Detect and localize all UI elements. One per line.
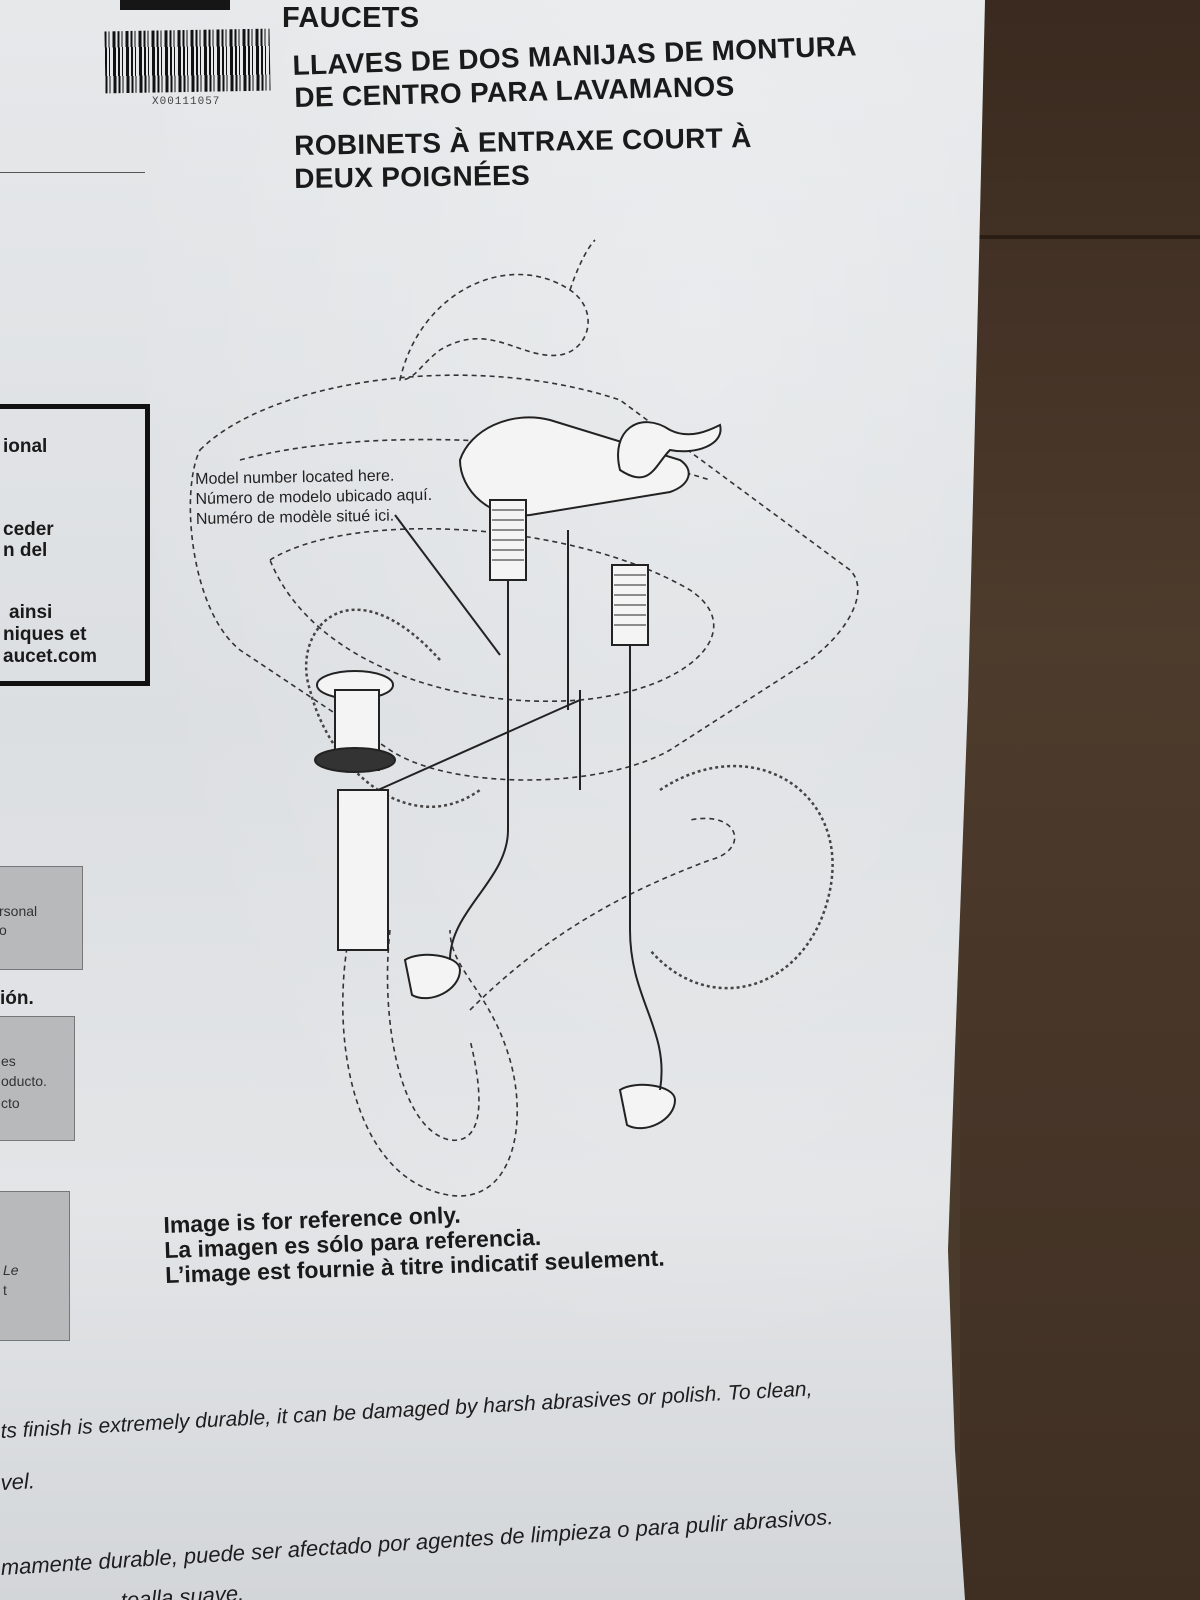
title-english: FAUCETS [282,2,420,34]
supply-line-right [629,645,663,1091]
title-french-line1: ROBINETS À ENTRAXE COURT À [294,122,752,161]
faucet-handle-dashed [569,239,596,291]
cardboard-seam [960,235,1200,239]
leader-line [394,514,501,656]
shutoff-valve-right [618,1083,677,1130]
lift-rod [377,699,581,791]
faucet-body [458,416,690,517]
supply-hose-left [304,608,481,809]
pipe-outline [469,817,736,1011]
info-box-line: ceder [3,519,54,540]
thread-lines [492,509,646,626]
instruction-sheet: X00111057 FAUCETS LLAVES DE DOS MANIJAS … [0,0,985,1600]
gray-note-text: cto [1,1095,20,1111]
care-text-line4: toalla suave. [120,1580,245,1600]
gray-note-box: Le t [0,1191,70,1341]
info-box: ional ceder n del ainsi niques et aucet.… [0,404,150,686]
supply-hose-right [649,764,834,990]
info-box-line: niques et [3,624,87,645]
gray-note-box: rsonal o [0,866,83,970]
faucet-spout-dashed [399,273,589,381]
info-box-line: ainsi [9,602,53,623]
supply-line-left [449,580,509,961]
care-text-line2: vel. [0,1468,36,1495]
drain-tailpiece [337,789,389,951]
gray-note-box: es oducto. cto [0,1016,75,1141]
faucet-diagram [189,239,859,1197]
sink-basin [269,527,715,703]
model-number-callout: Model number located here. Número de mod… [195,466,433,530]
section-heading: ión. [0,988,34,1009]
model-note-spanish: Número de modelo ubicado aquí. [195,486,433,508]
trap-inner [386,929,480,1141]
divider-line [0,172,145,173]
model-note-french: Numéro de modèle situé ici. [195,507,395,528]
barcode-number: X00111057 [152,96,221,108]
cardboard-background [960,0,1200,1600]
title-french-line2: DEUX POIGNÉES [294,159,531,194]
info-box-line: ional [3,436,48,457]
faucet-handle-right [617,421,722,479]
gray-note-text: oducto. [1,1073,47,1089]
care-text-line3: mamente durable, puede ser afectado por … [0,1504,835,1580]
info-box-line: n del [3,540,48,561]
drain-trap [342,929,518,1197]
black-tab [120,0,230,10]
info-box-line: aucet.com [3,646,97,667]
care-text-line1: ts finish is extremely durable, it can b… [0,1377,813,1443]
gray-note-text: o [0,922,7,938]
shutoff-valve-left [403,953,462,1000]
gray-note-text: rsonal [0,903,38,919]
gray-note-text: t [3,1282,7,1298]
barcode-icon [104,28,271,94]
gray-note-text: es [1,1053,16,1069]
drain-flange [314,747,396,773]
reference-disclaimer: Image is for reference only. La imagen e… [163,1196,665,1288]
gray-note-text: Le [3,1262,19,1278]
